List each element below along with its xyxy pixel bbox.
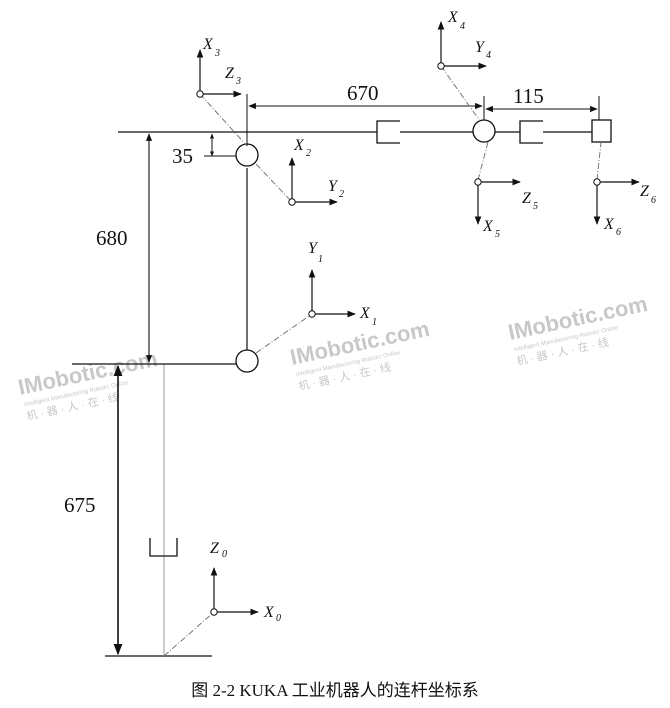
frame-1-y-sub: 1 — [318, 254, 323, 265]
watermark-right: IMobotic.com Intelligent Manufacturing R… — [506, 291, 650, 368]
frame-3-z-label: Z — [225, 65, 235, 82]
leader-frame-5 — [477, 141, 489, 181]
frame-0-x-sub: 0 — [276, 613, 281, 624]
leader-frame-6 — [596, 141, 602, 181]
frame-6: Z 6 X 6 — [593, 178, 656, 238]
frame-6-x-sub: 6 — [616, 227, 621, 238]
frame-3-origin — [196, 90, 204, 98]
frame-2-y-label: Y — [328, 178, 339, 195]
frame-1: Y 1 X 1 — [308, 240, 377, 328]
frame-3-z-sub: 3 — [235, 76, 241, 87]
dim-35-label: 35 — [172, 144, 193, 168]
frame-0-z-label: Z — [210, 540, 220, 557]
frame-5-x-label: X — [482, 218, 494, 235]
joint-4-circle — [472, 119, 496, 143]
dim-670-label: 670 — [347, 81, 379, 105]
frame-4-origin — [437, 62, 445, 70]
frame-6-x-label: X — [603, 216, 615, 233]
frame-1-x-sub: 1 — [372, 317, 377, 328]
frame-0-x-label: X — [263, 604, 275, 621]
frame-5: Z 5 X 5 — [474, 178, 538, 240]
frame-3-x-sub: 3 — [214, 48, 220, 59]
base-cup-symbol — [149, 538, 178, 557]
frame-4-x-label: X — [447, 9, 459, 26]
frame-2-origin — [288, 198, 296, 206]
frame-5-x-sub: 5 — [495, 229, 500, 240]
figure-caption: 图 2-2 KUKA 工业机器人的连杆坐标系 — [191, 681, 479, 700]
frame-2-x-sub: 2 — [306, 148, 311, 159]
dim-115-label: 115 — [513, 84, 544, 108]
frame-2: X 2 Y 2 — [288, 137, 344, 206]
frame-6-origin — [593, 178, 601, 186]
frame-6-z-sub: 6 — [651, 195, 656, 206]
frame-2-y-sub: 2 — [339, 189, 344, 200]
frame-5-z-label: Z — [522, 190, 532, 207]
joint-5-symbol — [519, 120, 543, 144]
frame-4-y-sub: 4 — [486, 50, 491, 61]
frame-6-z-label: Z — [640, 183, 650, 200]
frame-4-x-sub: 4 — [460, 21, 465, 32]
leader-frame-4 — [440, 65, 481, 122]
frame-4: X 4 Y 4 — [437, 9, 491, 70]
frame-1-y-label: Y — [308, 240, 319, 257]
frame-5-z-sub: 5 — [533, 201, 538, 212]
watermark-left: IMobotic.com Intelligent Manufacturing R… — [16, 346, 160, 423]
dim-680-label: 680 — [96, 226, 128, 250]
frame-3: X 3 Z 3 — [196, 36, 242, 98]
joint-1-circle — [235, 349, 259, 373]
frame-2-x-label: X — [293, 137, 305, 154]
joint-2-circle — [235, 143, 259, 167]
frame-1-origin — [308, 310, 316, 318]
frame-0-z-sub: 0 — [222, 549, 227, 560]
frame-0-origin — [210, 608, 218, 616]
leader-frame-3 — [199, 93, 248, 147]
joint-3-symbol — [376, 120, 400, 144]
leader-frame-0 — [163, 611, 215, 657]
frame-5-origin — [474, 178, 482, 186]
frame-leaders — [163, 65, 602, 657]
frame-3-x-label: X — [202, 36, 214, 53]
joint-6-square — [591, 119, 612, 143]
frame-4-y-label: Y — [475, 39, 486, 56]
frame-1-x-label: X — [359, 305, 371, 322]
dim-675-label: 675 — [64, 493, 96, 517]
watermark-middle: IMobotic.com Intelligent Manufacturing R… — [288, 316, 432, 393]
leader-frame-2 — [255, 163, 293, 203]
leader-frame-1 — [255, 313, 313, 354]
frame-0: Z 0 X 0 — [210, 540, 281, 624]
